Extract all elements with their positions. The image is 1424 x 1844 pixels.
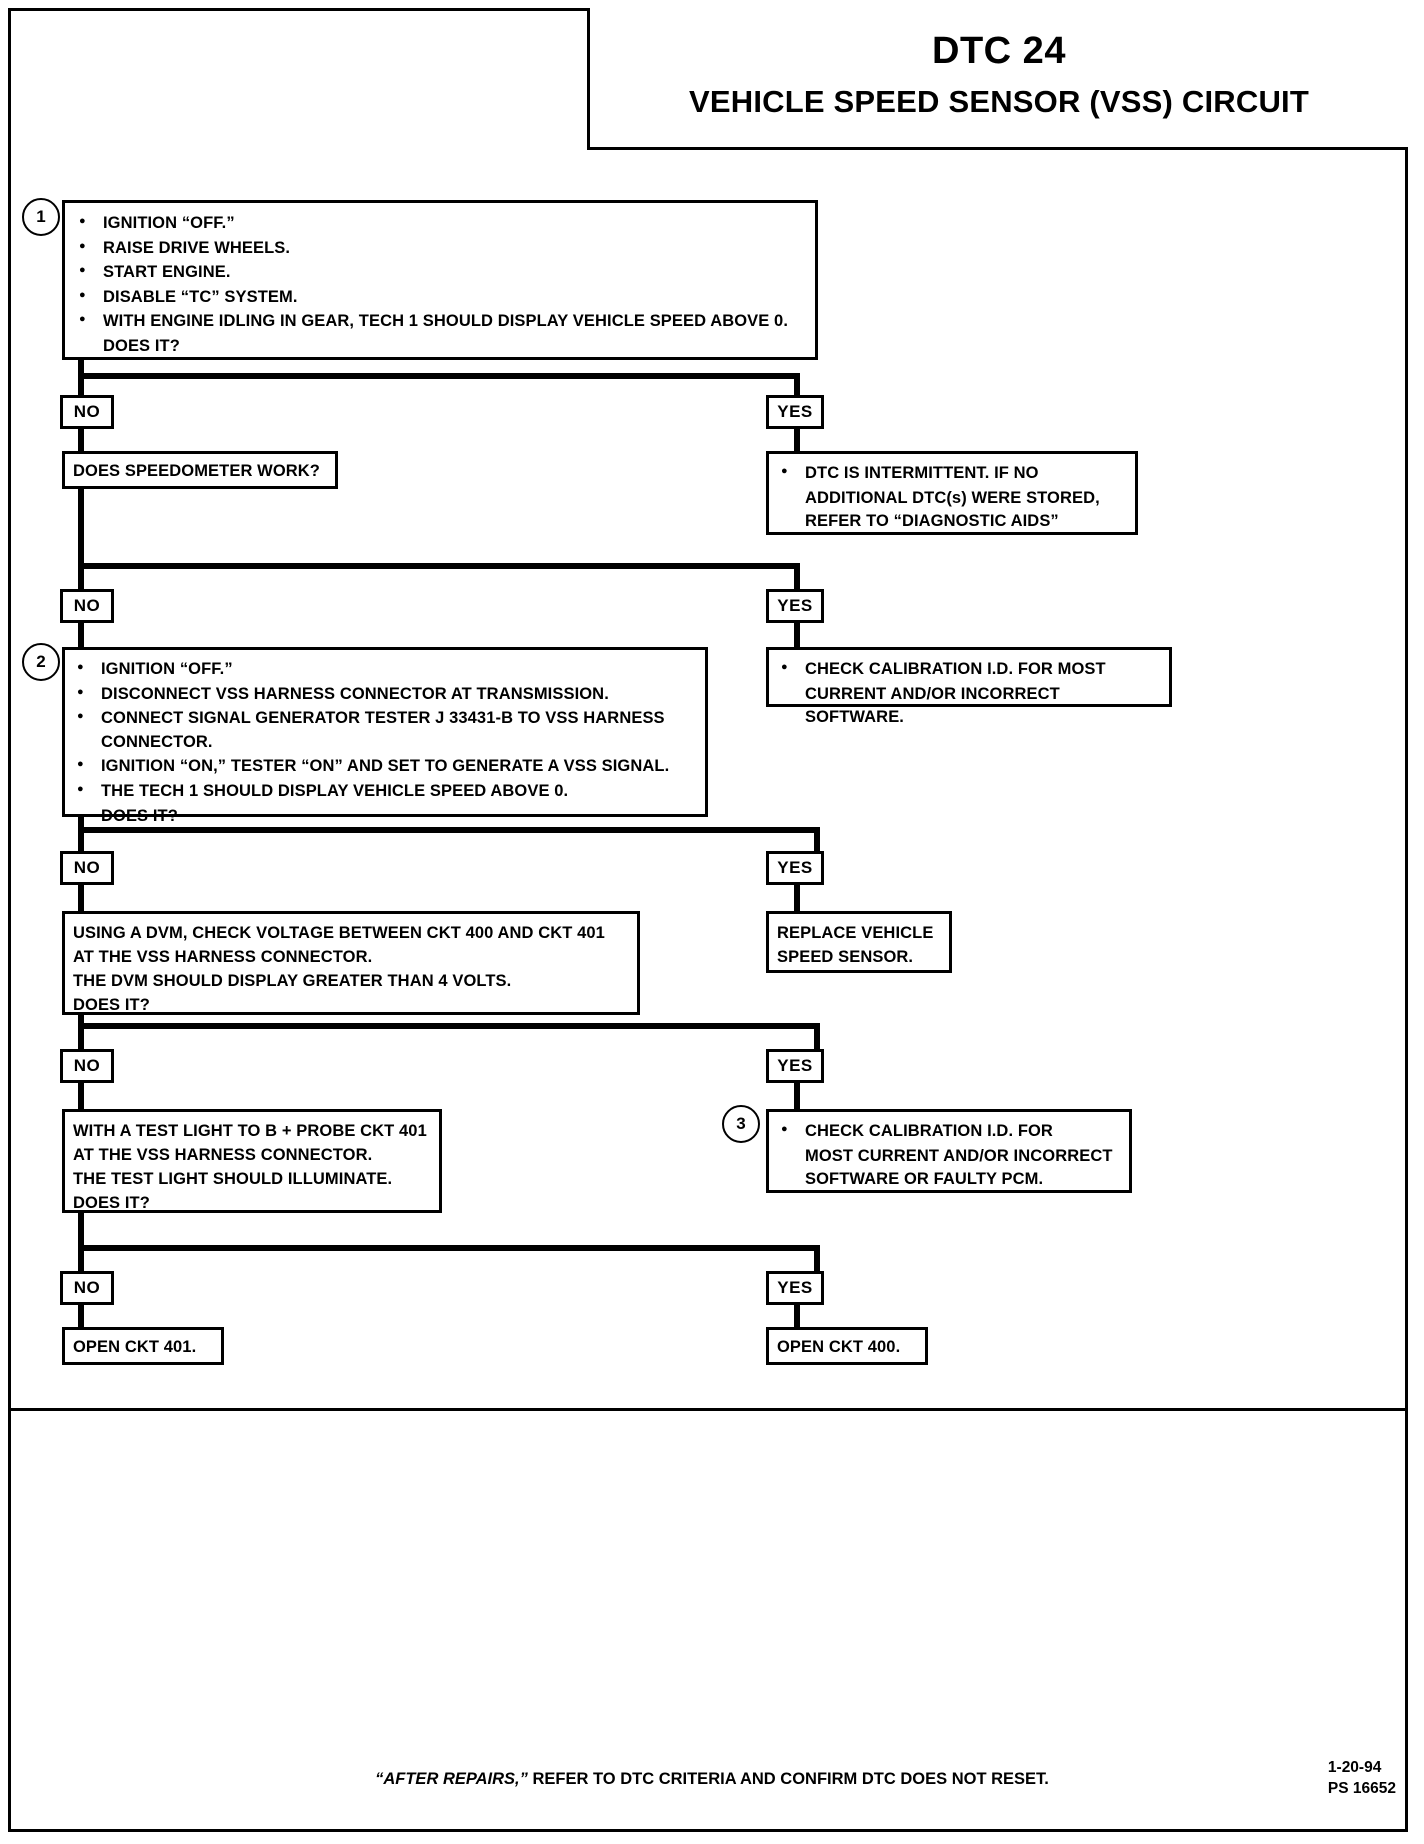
- step-number-2: 2: [22, 643, 60, 681]
- step-2-bullet-4: IGNITION “ON,” TESTER “ON” AND SET TO GE…: [73, 754, 697, 779]
- dvm-line-3: THE DVM SHOULD DISPLAY GREATER THAN 4 VO…: [73, 971, 512, 990]
- connector-step1-no-down: [78, 373, 84, 395]
- step-2-bullet-3: CONNECT SIGNAL GENERATOR TESTER J 33431-…: [73, 706, 697, 754]
- connector-step1-bus: [78, 373, 800, 379]
- connector-dvm-down: [78, 1015, 84, 1029]
- branch-no-2: NO: [60, 589, 114, 623]
- footer-note: “AFTER REPAIRS,” REFER TO DTC CRITERIA A…: [0, 1770, 1424, 1789]
- connector-bus-5: [78, 1245, 820, 1251]
- branch-no-4: NO: [60, 1049, 114, 1083]
- footer-note-rest: REFER TO DTC CRITERIA AND CONFIRM DTC DO…: [527, 1770, 1049, 1788]
- branch-yes-3: YES: [766, 851, 824, 885]
- connector-bus5-no-down: [78, 1245, 84, 1271]
- connector-bus3-no-down: [78, 827, 84, 851]
- step-2-box: IGNITION “OFF.” DISCONNECT VSS HARNESS C…: [62, 647, 708, 825]
- connector-bus3-yes-down: [814, 827, 820, 851]
- intermittent-line-2: ADDITIONAL DTC(s) WERE STORED,: [805, 488, 1100, 507]
- step-2-bullet-3-cont: CONNECTOR.: [101, 732, 213, 751]
- dvm-check-box: USING A DVM, CHECK VOLTAGE BETWEEN CKT 4…: [62, 911, 640, 1015]
- footer-ps-code: PS 16652: [1327, 1779, 1396, 1797]
- step-3-line-2: MOST CURRENT AND/OR INCORRECT: [805, 1146, 1113, 1165]
- connector-yes4-down: [794, 1083, 800, 1109]
- open-ckt-401-text: OPEN CKT 401.: [73, 1338, 197, 1356]
- connector-yes2-down: [794, 623, 800, 647]
- connector-bus5-yes-down: [814, 1245, 820, 1271]
- calibration-check-box: CHECK CALIBRATION I.D. FOR MOST CURRENT …: [766, 647, 1172, 726]
- step-2-bullet-5: THE TECH 1 SHOULD DISPLAY VEHICLE SPEED …: [73, 779, 697, 804]
- footer-note-italic: “AFTER REPAIRS,”: [375, 1770, 528, 1788]
- dtc-intermittent-box: DTC IS INTERMITTENT. IF NO ADDITIONAL DT…: [766, 451, 1138, 535]
- connector-bus-2: [78, 563, 800, 569]
- connector-step1-down: [78, 360, 84, 376]
- connector-bus2-yes-down: [794, 563, 800, 589]
- replace-vss-box: REPLACE VEHICLE SPEED SENSOR.: [766, 911, 952, 973]
- branch-yes-5: YES: [766, 1271, 824, 1305]
- step-1-bullet-1: IGNITION “OFF.”: [75, 211, 805, 236]
- connector-no2-down: [78, 623, 84, 647]
- step-number-3: 3: [722, 1105, 760, 1143]
- branch-yes-1: YES: [766, 395, 824, 429]
- step-number-1: 1: [22, 198, 60, 236]
- open-ckt-400-box: OPEN CKT 400.: [766, 1327, 928, 1365]
- footer-date: 1-20-94: [1327, 1759, 1382, 1776]
- connector-step2-down: [78, 817, 84, 833]
- testlight-line-4: DOES IT?: [73, 1193, 150, 1212]
- connector-yes1-down: [794, 429, 800, 451]
- speedometer-question-box: DOES SPEEDOMETER WORK?: [62, 451, 338, 489]
- connector-testlight-down: [78, 1213, 84, 1251]
- testlight-line-1: WITH A TEST LIGHT TO B + PROBE CKT 401: [73, 1122, 427, 1140]
- branch-yes-2: YES: [766, 589, 824, 623]
- step-3-box: CHECK CALIBRATION I.D. FOR MOST CURRENT …: [766, 1109, 1132, 1193]
- calibration-line-2: CURRENT AND/OR INCORRECT SOFTWARE.: [805, 684, 1060, 727]
- title-block: DTC 24 VEHICLE SPEED SENSOR (VSS) CIRCUI…: [587, 8, 1408, 150]
- branch-no-3: NO: [60, 851, 114, 885]
- step-1-bullet-3: START ENGINE.: [75, 260, 805, 285]
- connector-no4-down: [78, 1083, 84, 1109]
- testlight-line-3: THE TEST LIGHT SHOULD ILLUMINATE.: [73, 1169, 393, 1188]
- step-2-question: DOES IT?: [101, 806, 178, 825]
- step-2-bullet-1: IGNITION “OFF.”: [73, 657, 697, 682]
- connector-bus2-no-down: [78, 563, 84, 589]
- dvm-line-2: AT THE VSS HARNESS CONNECTOR.: [73, 947, 373, 966]
- step-3-line-1: CHECK CALIBRATION I.D. FOR: [777, 1119, 1121, 1144]
- replace-vss-line-1: REPLACE VEHICLE: [777, 924, 934, 942]
- connector-yes3-down: [794, 885, 800, 911]
- intermittent-line-1: DTC IS INTERMITTENT. IF NO: [777, 461, 1127, 486]
- dvm-line-1: USING A DVM, CHECK VOLTAGE BETWEEN CKT 4…: [73, 924, 605, 942]
- connector-bus-4: [78, 1023, 820, 1029]
- intermittent-line-3: REFER TO “DIAGNOSTIC AIDS”: [805, 512, 1059, 531]
- page-subtitle: VEHICLE SPEED SENSOR (VSS) CIRCUIT: [688, 84, 1309, 119]
- step-1-bullet-4: DISABLE “TC” SYSTEM.: [75, 285, 805, 310]
- connector-no5-down: [78, 1305, 84, 1327]
- connector-bus-3: [78, 827, 820, 833]
- step-3-line-3: SOFTWARE OR FAULTY PCM.: [805, 1170, 1044, 1189]
- connector-step1-yes-down: [794, 373, 800, 395]
- connector-bus4-yes-down: [814, 1023, 820, 1049]
- step-1-bullet-2: RAISE DRIVE WHEELS.: [75, 236, 805, 261]
- open-ckt-401-box: OPEN CKT 401.: [62, 1327, 224, 1365]
- step-2-bullet-2: DISCONNECT VSS HARNESS CONNECTOR AT TRAN…: [73, 682, 697, 707]
- step-1-question: DOES IT?: [103, 336, 180, 355]
- connector-bus4-no-down: [78, 1023, 84, 1049]
- branch-no-5: NO: [60, 1271, 114, 1305]
- open-ckt-400-text: OPEN CKT 400.: [777, 1338, 901, 1356]
- speedometer-question-text: DOES SPEEDOMETER WORK?: [73, 462, 320, 480]
- branch-no-1: NO: [60, 395, 114, 429]
- testlight-line-2: AT THE VSS HARNESS CONNECTOR.: [73, 1145, 373, 1164]
- connector-yes5-down: [794, 1305, 800, 1327]
- connector-speedo-down: [78, 489, 84, 569]
- test-light-box: WITH A TEST LIGHT TO B + PROBE CKT 401 A…: [62, 1109, 442, 1213]
- page-title: DTC 24: [932, 30, 1066, 72]
- step-1-box: IGNITION “OFF.” RAISE DRIVE WHEELS. STAR…: [62, 200, 818, 360]
- step-2-bullet-3-text: CONNECT SIGNAL GENERATOR TESTER J 33431-…: [101, 709, 665, 728]
- dvm-line-4: DOES IT?: [73, 995, 150, 1014]
- replace-vss-line-2: SPEED SENSOR.: [777, 947, 914, 966]
- calibration-line-1: CHECK CALIBRATION I.D. FOR MOST: [777, 657, 1161, 682]
- footer-code-block: 1-20-94 PS 16652: [1328, 1758, 1396, 1800]
- step-1-bullet-5: WITH ENGINE IDLING IN GEAR, TECH 1 SHOUL…: [75, 309, 805, 334]
- connector-no3-down: [78, 885, 84, 911]
- connector-no1-down: [78, 429, 84, 451]
- footer-divider: [11, 1408, 1405, 1411]
- branch-yes-4: YES: [766, 1049, 824, 1083]
